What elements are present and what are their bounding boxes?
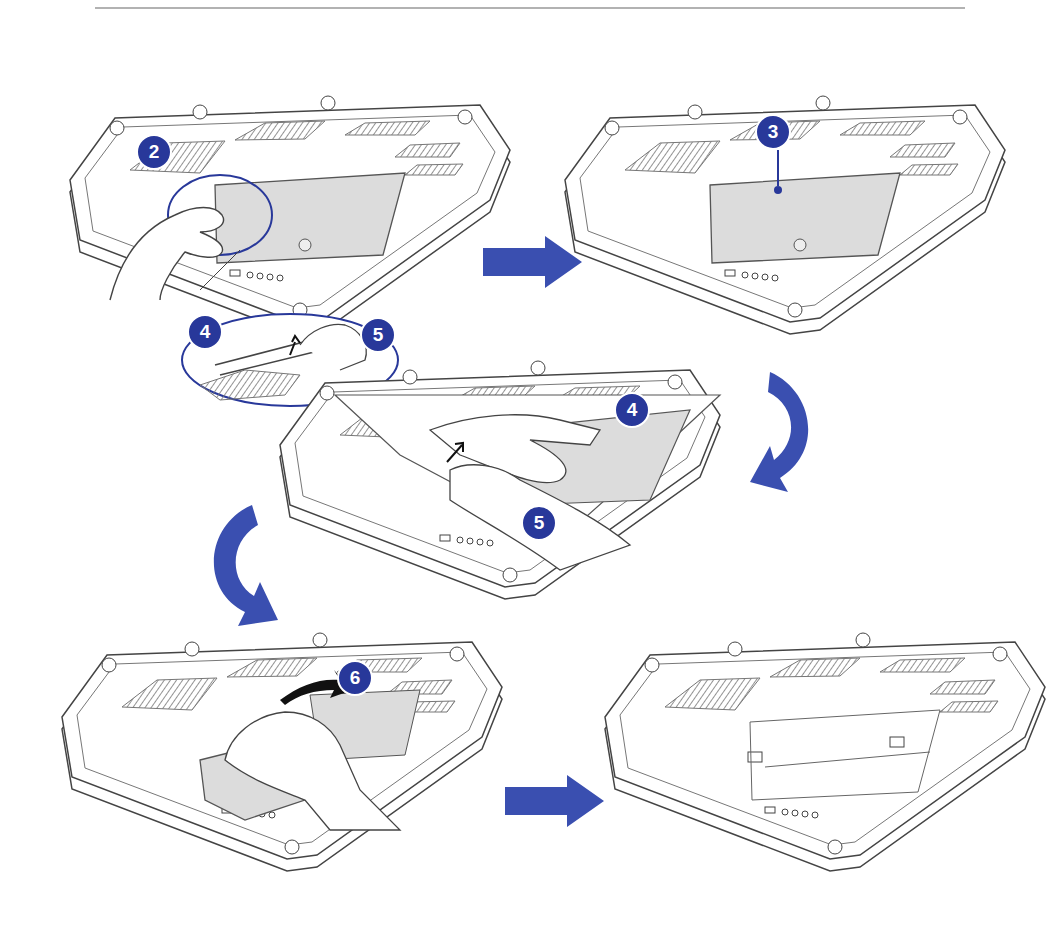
callout-text: 2	[149, 141, 160, 162]
callout-number: 4	[614, 392, 650, 428]
callout-text: 5	[373, 324, 384, 345]
callout-number: 5	[521, 505, 557, 541]
callout-number: 2	[136, 134, 172, 170]
callout-text: 4	[627, 399, 638, 420]
callout-number: 3	[755, 114, 791, 150]
callout-text: 4	[200, 321, 211, 342]
callout-number: 6	[337, 660, 373, 696]
callout-text: 3	[768, 121, 779, 142]
callout-number: 5	[360, 317, 396, 353]
callout-text: 5	[534, 512, 545, 533]
callout-text: 6	[350, 667, 361, 688]
callout-number: 4	[187, 314, 223, 350]
